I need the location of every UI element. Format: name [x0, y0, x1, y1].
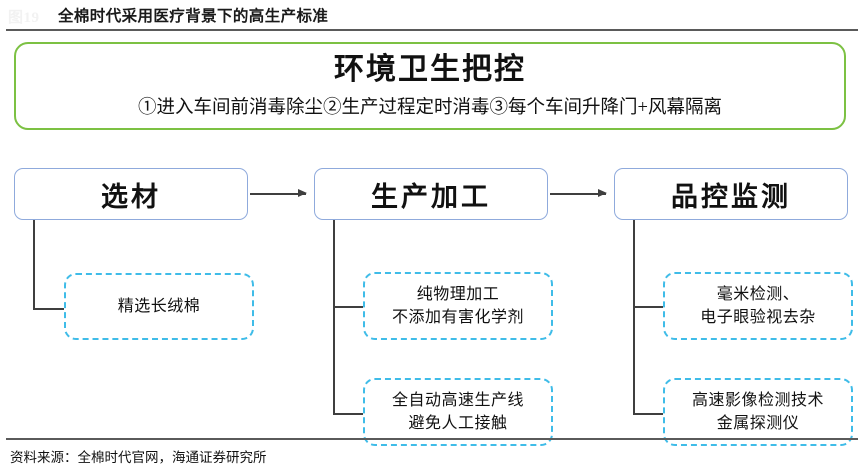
detail-box-quality-monitoring-1[interactable]: 毫米检测、 电子眼验视去杂	[663, 272, 853, 340]
flow-stage-label: 生产加工	[371, 181, 491, 212]
footer-divider-rule	[6, 438, 858, 440]
flow-stage-box-production-processing[interactable]: 生产加工	[314, 168, 548, 220]
detail-line: 全自动高速生产线	[391, 391, 524, 409]
environment-hygiene-banner: 环境卫生把控 ①进入车间前消毒除尘②生产过程定时消毒③每个车间升降门+风幕隔离	[14, 42, 846, 130]
connector-stub-stage-2-detail-1	[333, 306, 366, 308]
detail-box-production-processing-2[interactable]: 全自动高速生产线 避免人工接触	[363, 378, 553, 446]
connector-stub-stage-3-detail-2	[633, 413, 666, 415]
flow-stage-label: 选材	[101, 181, 161, 212]
figure-title: 全棉时代采用医疗背景下的高生产标准	[58, 8, 329, 25]
connector-trunk-stage-2	[333, 220, 335, 415]
detail-line: 不添加有害化学剂	[391, 309, 524, 326]
arrow-right-icon	[550, 189, 607, 197]
connector-trunk-stage-3	[633, 220, 635, 415]
detail-box-production-processing-1[interactable]: 纯物理加工 不添加有害化学剂	[363, 272, 553, 340]
connector-trunk-stage-1	[33, 220, 35, 310]
detail-line: 毫米检测、	[716, 285, 800, 303]
flow-stage-box-quality-monitoring[interactable]: 品控监测	[614, 168, 848, 220]
detail-line: 避免人工接触	[408, 415, 508, 432]
connector-stub-stage-2-detail-2	[333, 413, 366, 415]
arrow-right-icon	[250, 189, 307, 197]
flow-stage-label: 品控监测	[671, 181, 791, 212]
detail-line: 电子眼验视去杂	[700, 309, 816, 326]
detail-line: 高速影像检测技术	[691, 391, 824, 409]
banner-subtitle: ①进入车间前消毒除尘②生产过程定时消毒③每个车间升降门+风幕隔离	[138, 98, 722, 119]
connector-stub-stage-3-detail-1	[633, 306, 666, 308]
detail-line: 金属探测仪	[716, 415, 800, 432]
header-divider-rule	[6, 29, 858, 31]
detail-box-quality-monitoring-2[interactable]: 高速影像检测技术 金属探测仪	[663, 378, 853, 446]
source-note: 资料来源：全棉时代官网，海通证券研究所	[10, 450, 267, 465]
detail-line: 精选长绒棉	[117, 297, 201, 315]
flow-stage-box-material-selection[interactable]: 选材	[14, 168, 248, 220]
figure-number-label: 图19	[8, 10, 40, 26]
banner-title: 环境卫生把控	[334, 52, 526, 86]
detail-line: 纯物理加工	[416, 285, 500, 303]
detail-box-material-selection-1[interactable]: 精选长绒棉	[64, 273, 254, 340]
connector-stub-stage-1-detail-1	[33, 308, 66, 310]
